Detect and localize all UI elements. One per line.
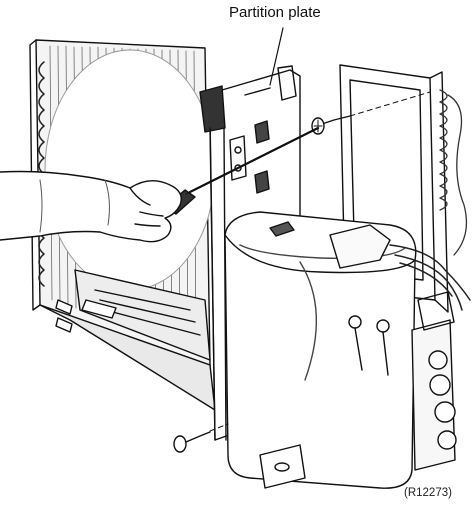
screw-upper — [311, 91, 431, 135]
stop-valves — [411, 291, 457, 471]
base-pan — [39, 269, 216, 411]
partition-plate-label: Partition plate — [229, 4, 321, 21]
mounting-foot — [81, 299, 306, 489]
wire-harness — [389, 244, 471, 311]
figure-reference: (R12273) — [404, 487, 452, 499]
screw-lower — [173, 423, 229, 453]
partition-leader-line — [269, 27, 284, 86]
hand — [0, 170, 182, 243]
compressor-housing — [224, 211, 417, 489]
